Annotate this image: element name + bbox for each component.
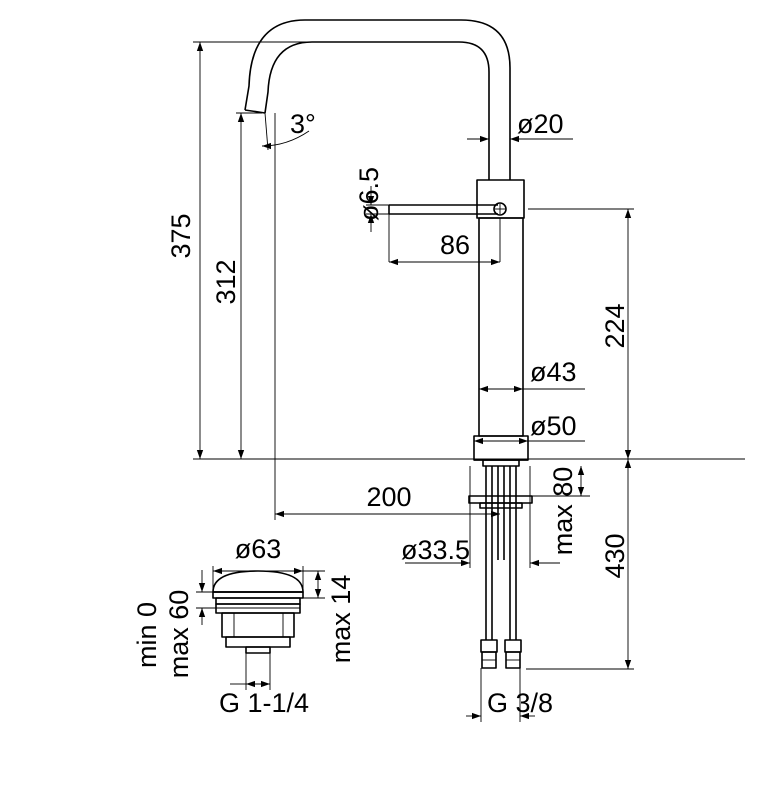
lever-pivot [493, 202, 507, 216]
hose-nut-right [504, 639, 522, 653]
label-o33-5: ø33.5 [401, 535, 470, 565]
label-200: 200 [366, 482, 411, 512]
label-312: 312 [211, 259, 241, 304]
spout-pipe-inner [244, 19, 511, 180]
label-o63: ø63 [235, 534, 282, 564]
dimensions [193, 41, 745, 722]
label-o43: ø43 [530, 357, 577, 387]
waste-cap [212, 570, 304, 593]
label-430: 430 [600, 533, 630, 578]
waste-assembly [212, 570, 304, 654]
label-max60: max 60 [164, 590, 194, 679]
label-86: 86 [440, 230, 470, 260]
label-g1-1-4: G 1-1/4 [219, 688, 309, 718]
label-g3-8: G 3/8 [487, 688, 553, 718]
label-o20: ø20 [517, 109, 564, 139]
label-224: 224 [600, 303, 630, 348]
faucet-body [244, 19, 533, 669]
label-3deg: 3° [290, 109, 316, 139]
hose-nut-left [480, 639, 498, 653]
label-max80: max 80 [548, 467, 578, 556]
label-o50: ø50 [530, 411, 577, 441]
label-o6-5: ø6.5 [354, 167, 384, 221]
label-max14: max 14 [326, 575, 356, 664]
label-375: 375 [166, 213, 196, 258]
lever-housing [476, 179, 525, 219]
label-min0: min 0 [132, 602, 162, 668]
dimension-labels: 375 312 3° ø20 ø6.5 86 224 ø43 ø50 200 ø… [132, 109, 630, 718]
faucet-base [473, 435, 529, 461]
faucet-column [478, 217, 524, 437]
spout-pipe-outer [264, 41, 490, 180]
fixing-plate [468, 495, 533, 504]
